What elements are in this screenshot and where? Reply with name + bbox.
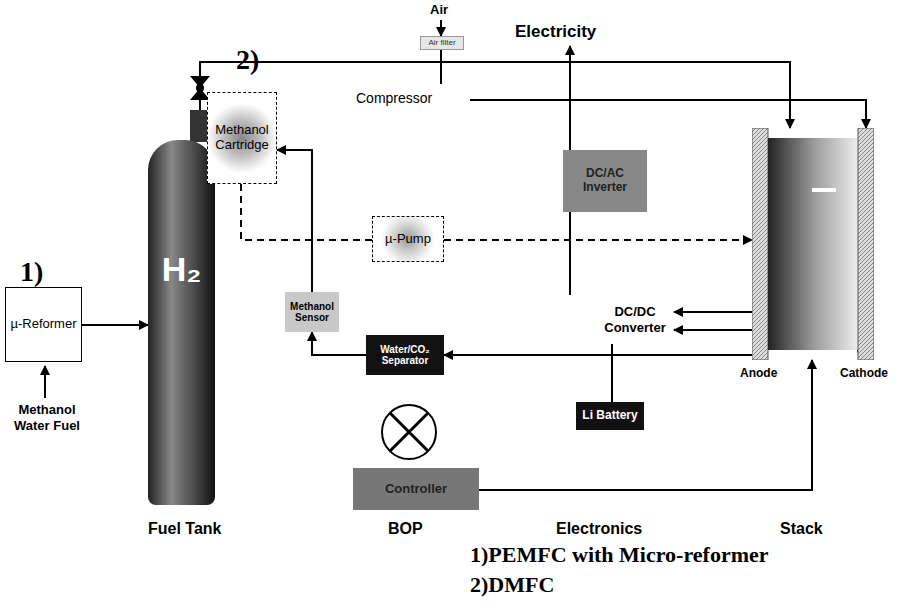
air-arrow: [440, 20, 442, 36]
flow-connector: [444, 354, 752, 356]
stack-drawing: [752, 128, 874, 360]
methanol-line: [241, 184, 372, 240]
air-supply-line: [470, 100, 866, 128]
component-box: DC/AC Inverter: [563, 150, 647, 212]
section-label: Air: [430, 2, 448, 17]
component-box: µ-Pump: [372, 216, 444, 262]
battery-line: [611, 344, 613, 402]
component-box: Air filter: [420, 36, 464, 50]
component-label: Water/CO₂ Separator: [369, 344, 441, 367]
caption: 1)PEMFC with Micro-reformer 2)DMFC: [470, 540, 770, 599]
component-box: Methanol Sensor: [285, 292, 339, 332]
component-box: Li Battery: [576, 402, 644, 430]
component-label: µ-Pump: [385, 232, 431, 247]
component-label: Controller: [385, 482, 447, 497]
component-box: Controller: [353, 468, 479, 510]
component-label: Methanol Sensor: [287, 301, 337, 324]
component-label: Li Battery: [582, 409, 637, 423]
fuel-cell-stack: AnodeCathode: [752, 128, 874, 360]
callout-number: 1): [20, 256, 43, 288]
flow-connector: [200, 62, 790, 128]
component-box: µ-Reformer: [5, 287, 82, 362]
section-label: Stack: [780, 520, 823, 538]
flow-connector: [82, 324, 148, 326]
callout-number: 2): [236, 44, 259, 76]
section-label: BOP: [388, 520, 423, 538]
fan-symbol: [390, 413, 428, 451]
component-box: H₂: [148, 140, 215, 505]
section-label: Compressor: [356, 90, 432, 106]
section-label: Electronics: [556, 520, 642, 538]
flow-connector: [479, 360, 812, 490]
component-label: Air filter: [428, 38, 455, 47]
methanol-line: [444, 239, 752, 241]
fuel-arrow: [44, 366, 46, 398]
section-label: DC/DC Converter: [598, 304, 672, 335]
component-label: Methanol Cartridge: [211, 123, 273, 153]
component-box: Methanol Cartridge: [207, 92, 277, 184]
component-label: µ-Reformer: [11, 317, 77, 332]
section-label: Electricity: [515, 22, 596, 42]
flow-connector: [277, 150, 312, 292]
electrode-label: Anode: [740, 366, 777, 380]
fan-symbol: [382, 405, 436, 459]
flow-connector: [312, 332, 366, 355]
section-label: Fuel Tank: [148, 520, 222, 538]
component-label: H₂: [162, 250, 202, 289]
component-label: DC/AC Inverter: [567, 167, 643, 195]
section-label: Methanol Water Fuel: [6, 402, 88, 433]
component-box: Water/CO₂ Separator: [366, 335, 444, 375]
air-line: [440, 50, 442, 84]
electrode-label: Cathode: [840, 366, 888, 380]
